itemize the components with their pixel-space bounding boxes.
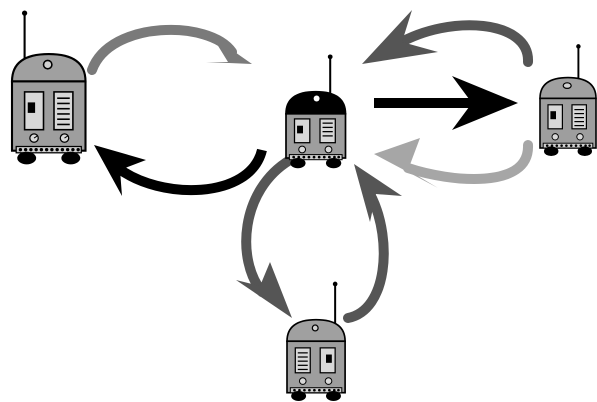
robot-right xyxy=(539,44,597,156)
arrow-center-to-bottom xyxy=(236,155,295,318)
robot-left xyxy=(10,9,87,166)
robot-bottom xyxy=(286,281,346,401)
arrow-center-to-left xyxy=(94,145,267,196)
arrow-center-to-right xyxy=(374,76,518,130)
arrow-right-to-center-bottom xyxy=(374,138,534,188)
robot-center xyxy=(285,54,347,169)
arrow-left-to-center xyxy=(87,24,252,75)
arrow-bottom-to-center xyxy=(343,164,402,323)
arrow-right-to-center-top xyxy=(362,10,534,67)
